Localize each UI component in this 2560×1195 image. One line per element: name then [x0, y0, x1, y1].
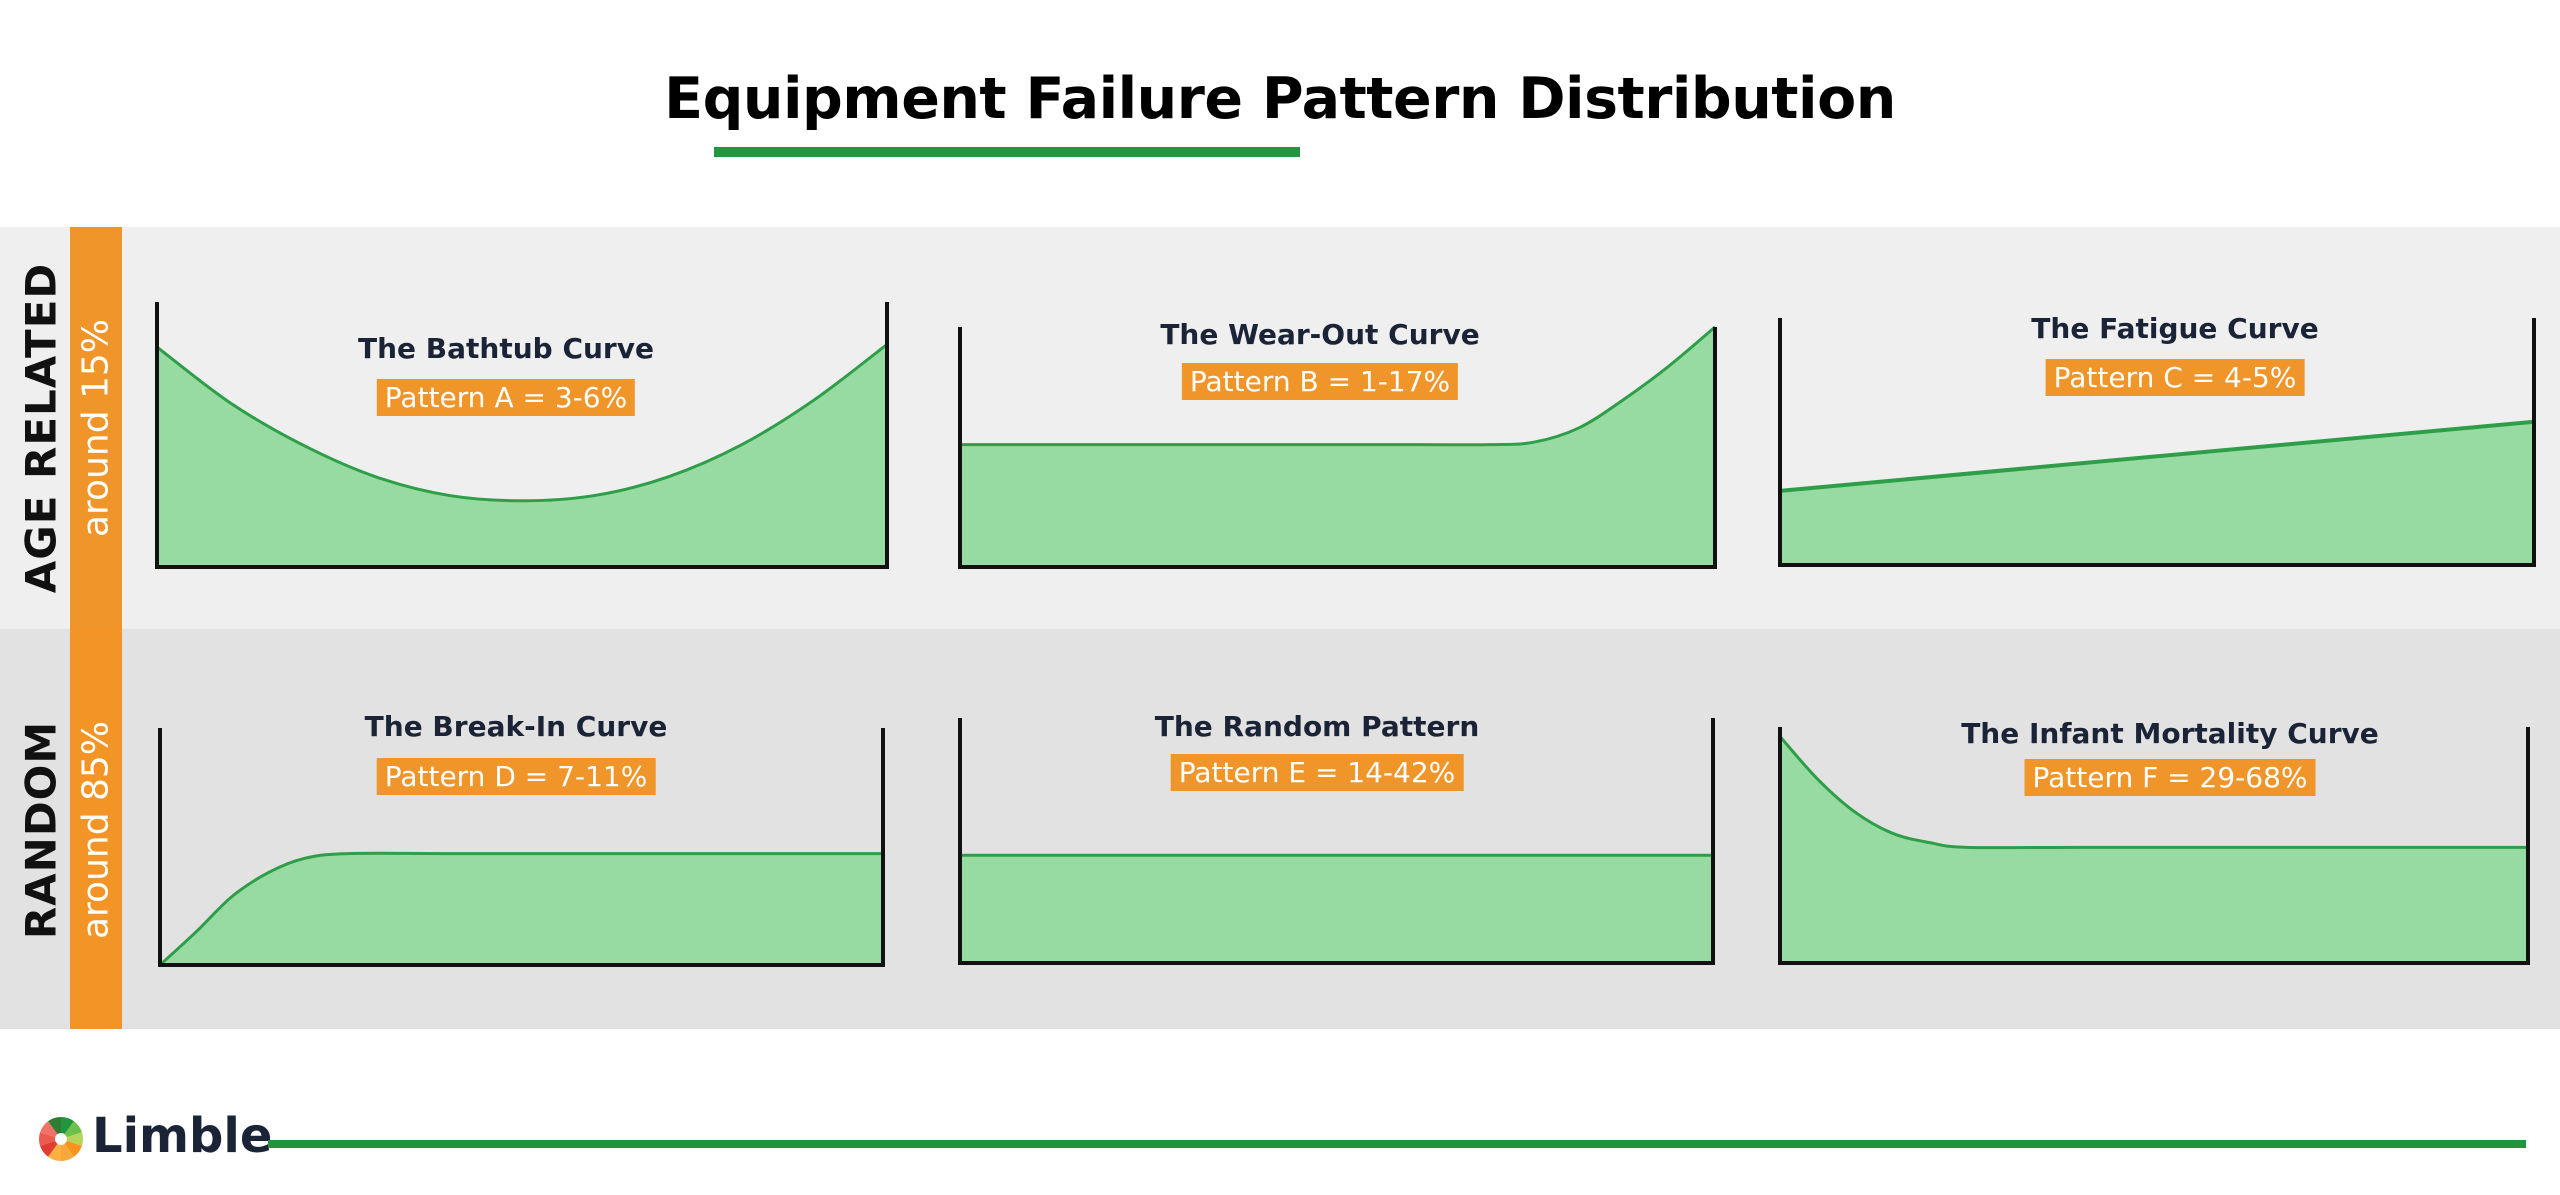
chart-axes-c: [1778, 318, 2536, 567]
chart-axes-b: [958, 327, 1717, 569]
failure-curve-c: [1779, 419, 2535, 493]
chart-title-d: The Break-In Curve: [364, 710, 668, 743]
failure-curve-b: [960, 325, 1716, 447]
failure-curve-a: [156, 343, 888, 503]
area-fill-b: [960, 327, 1715, 567]
chart-axes-f: [1778, 727, 2530, 965]
chart-title-e: The Random Pattern: [1154, 710, 1480, 743]
pattern-badge-d: Pattern D = 7-11%: [376, 758, 656, 795]
chart-title-c: The Fatigue Curve: [2031, 312, 2319, 345]
pattern-badge-f: Pattern F = 29-68%: [2024, 759, 2316, 796]
area-fill-f: [1780, 736, 2528, 963]
area-fill-e: [960, 855, 1713, 963]
footer-divider: [268, 1140, 2526, 1148]
area-fill-d: [160, 853, 883, 965]
chart-axes-a: [155, 302, 889, 569]
pattern-badge-e: Pattern E = 14-42%: [1170, 754, 1464, 791]
failure-curve-f: [1778, 735, 2528, 850]
chart-axes-d: [158, 728, 885, 967]
title-underline: [714, 147, 1300, 157]
chart-title-b: The Wear-Out Curve: [1160, 318, 1480, 351]
failure-curve-d: [158, 851, 883, 967]
age-related-orange-bar: [70, 227, 122, 629]
brand-name: Limble: [92, 1108, 273, 1164]
chart-axes-e: [958, 718, 1715, 965]
chart-title-f: The Infant Mortality Curve: [1961, 717, 2379, 750]
pattern-badge-c: Pattern C = 4-5%: [2045, 359, 2305, 396]
page-title: Equipment Failure Pattern Distribution: [664, 66, 1896, 132]
random-orange-bar: [70, 629, 122, 1029]
area-fill-a: [157, 344, 887, 567]
limble-gear-logo-icon: [39, 1117, 83, 1161]
pattern-badge-a: Pattern A = 3-6%: [376, 379, 636, 416]
area-fill-c: [1780, 421, 2534, 565]
pattern-badge-b: Pattern B = 1-17%: [1181, 363, 1459, 400]
chart-title-a: The Bathtub Curve: [358, 332, 654, 365]
